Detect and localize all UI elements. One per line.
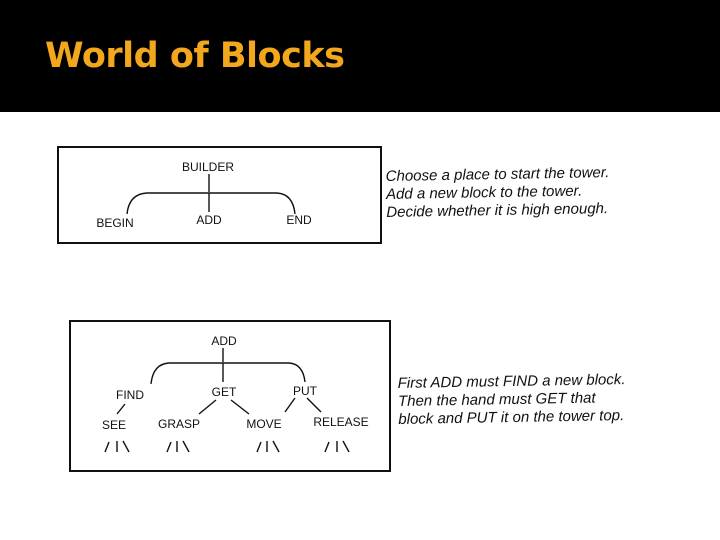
add-caption: First ADD must FIND a new block. Then th… [398,371,627,429]
slide-title: World of Blocks [45,36,345,76]
builder-caption: Choose a place to start the tower. Add a… [386,164,611,222]
tree-node-add-root: ADD [211,334,237,348]
add-tree-diagram: ADD FIND GET PUT SEE GRASP MOVE RELEASE [69,320,391,472]
add-tree-lines [104,348,350,453]
tree-node-end: END [286,213,312,227]
tree-node-put: PUT [293,384,317,398]
caption-line: Decide whether it is high enough. [386,200,609,221]
title-bar [0,0,720,112]
tree-node-begin: BEGIN [96,216,134,230]
caption-line: block and PUT it on the tower top. [398,407,625,428]
tree-node-grasp: GRASP [157,417,201,431]
tree-node-release: RELEASE [313,415,369,429]
tree-node-get: GET [211,385,237,399]
tree-node-see: SEE [101,418,127,432]
tree-node-add: ADD [196,213,222,227]
tree-node-find: FIND [116,388,144,402]
tree-node-builder: BUILDER [181,160,235,174]
builder-tree-diagram: BUILDER BEGIN ADD END [57,146,382,244]
tree-node-move: MOVE [246,417,282,431]
builder-tree-lines [126,174,296,215]
